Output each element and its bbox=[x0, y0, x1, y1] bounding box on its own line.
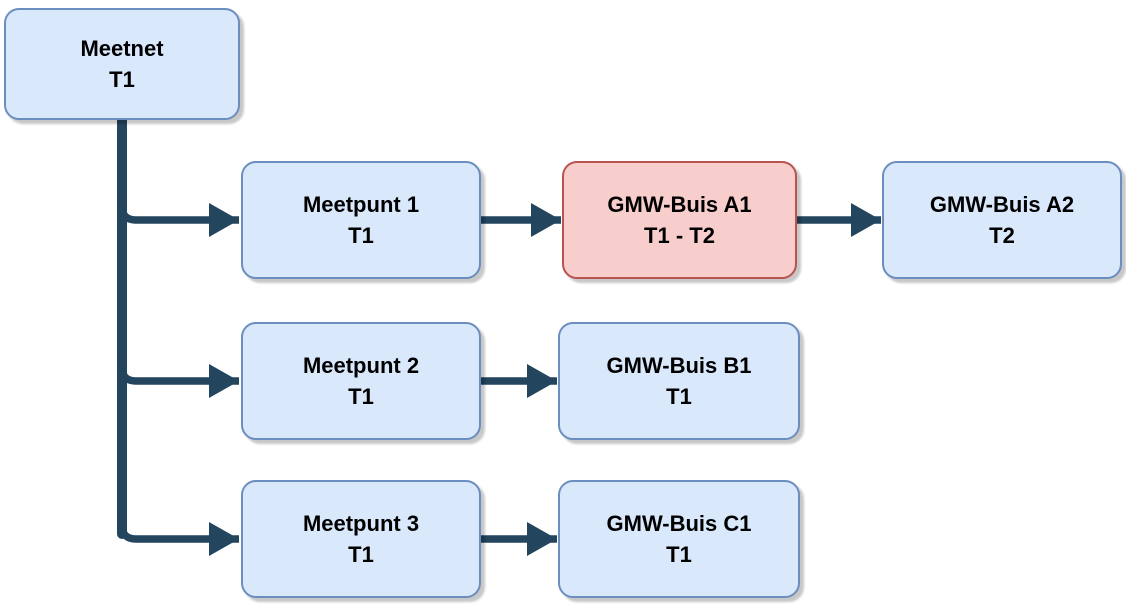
connector-meetnet-to-meetpunt-1 bbox=[118, 194, 239, 237]
node-gmw-buis-a1: GMW-Buis A1 T1 - T2 bbox=[562, 161, 797, 279]
node-meetnet-title: Meetnet bbox=[80, 36, 164, 61]
node-meetpunt-3-period: T1 bbox=[348, 542, 374, 567]
node-meetpunt-2: Meetpunt 2 T1 bbox=[241, 322, 481, 440]
node-gmw-buis-a1-period: T1 - T2 bbox=[644, 223, 715, 248]
node-gmw-buis-b1: GMW-Buis B1 T1 bbox=[558, 322, 800, 440]
node-gmw-buis-c1: GMW-Buis C1 T1 bbox=[558, 480, 800, 598]
node-gmw-buis-b1-period: T1 bbox=[666, 384, 692, 409]
node-meetpunt-2-title: Meetpunt 2 bbox=[302, 353, 420, 378]
node-gmw-buis-a1-title: GMW-Buis A1 bbox=[607, 192, 752, 217]
node-gmw-buis-a2-period: T2 bbox=[989, 223, 1015, 248]
node-meetpunt-3: Meetpunt 3 T1 bbox=[241, 480, 481, 598]
node-meetpunt-1-title: Meetpunt 1 bbox=[302, 192, 420, 217]
node-meetpunt-3-title: Meetpunt 3 bbox=[302, 511, 420, 536]
node-meetnet-period: T1 bbox=[109, 67, 135, 92]
node-gmw-buis-c1-title: GMW-Buis C1 bbox=[606, 511, 752, 536]
node-meetpunt-2-period: T1 bbox=[348, 384, 374, 409]
node-gmw-buis-a2: GMW-Buis A2 T2 bbox=[882, 161, 1122, 279]
node-gmw-buis-c1-period: T1 bbox=[666, 542, 692, 567]
connector-meetnet-to-meetpunt-3 bbox=[118, 513, 239, 556]
node-gmw-buis-a2-title: GMW-Buis A2 bbox=[929, 192, 1075, 217]
node-meetnet: Meetnet T1 bbox=[4, 8, 240, 120]
node-meetpunt-1-period: T1 bbox=[348, 223, 374, 248]
node-gmw-buis-b1-title: GMW-Buis B1 bbox=[606, 353, 752, 378]
node-meetpunt-1: Meetpunt 1 T1 bbox=[241, 161, 481, 279]
connector-meetnet-to-meetpunt-2 bbox=[118, 355, 239, 398]
